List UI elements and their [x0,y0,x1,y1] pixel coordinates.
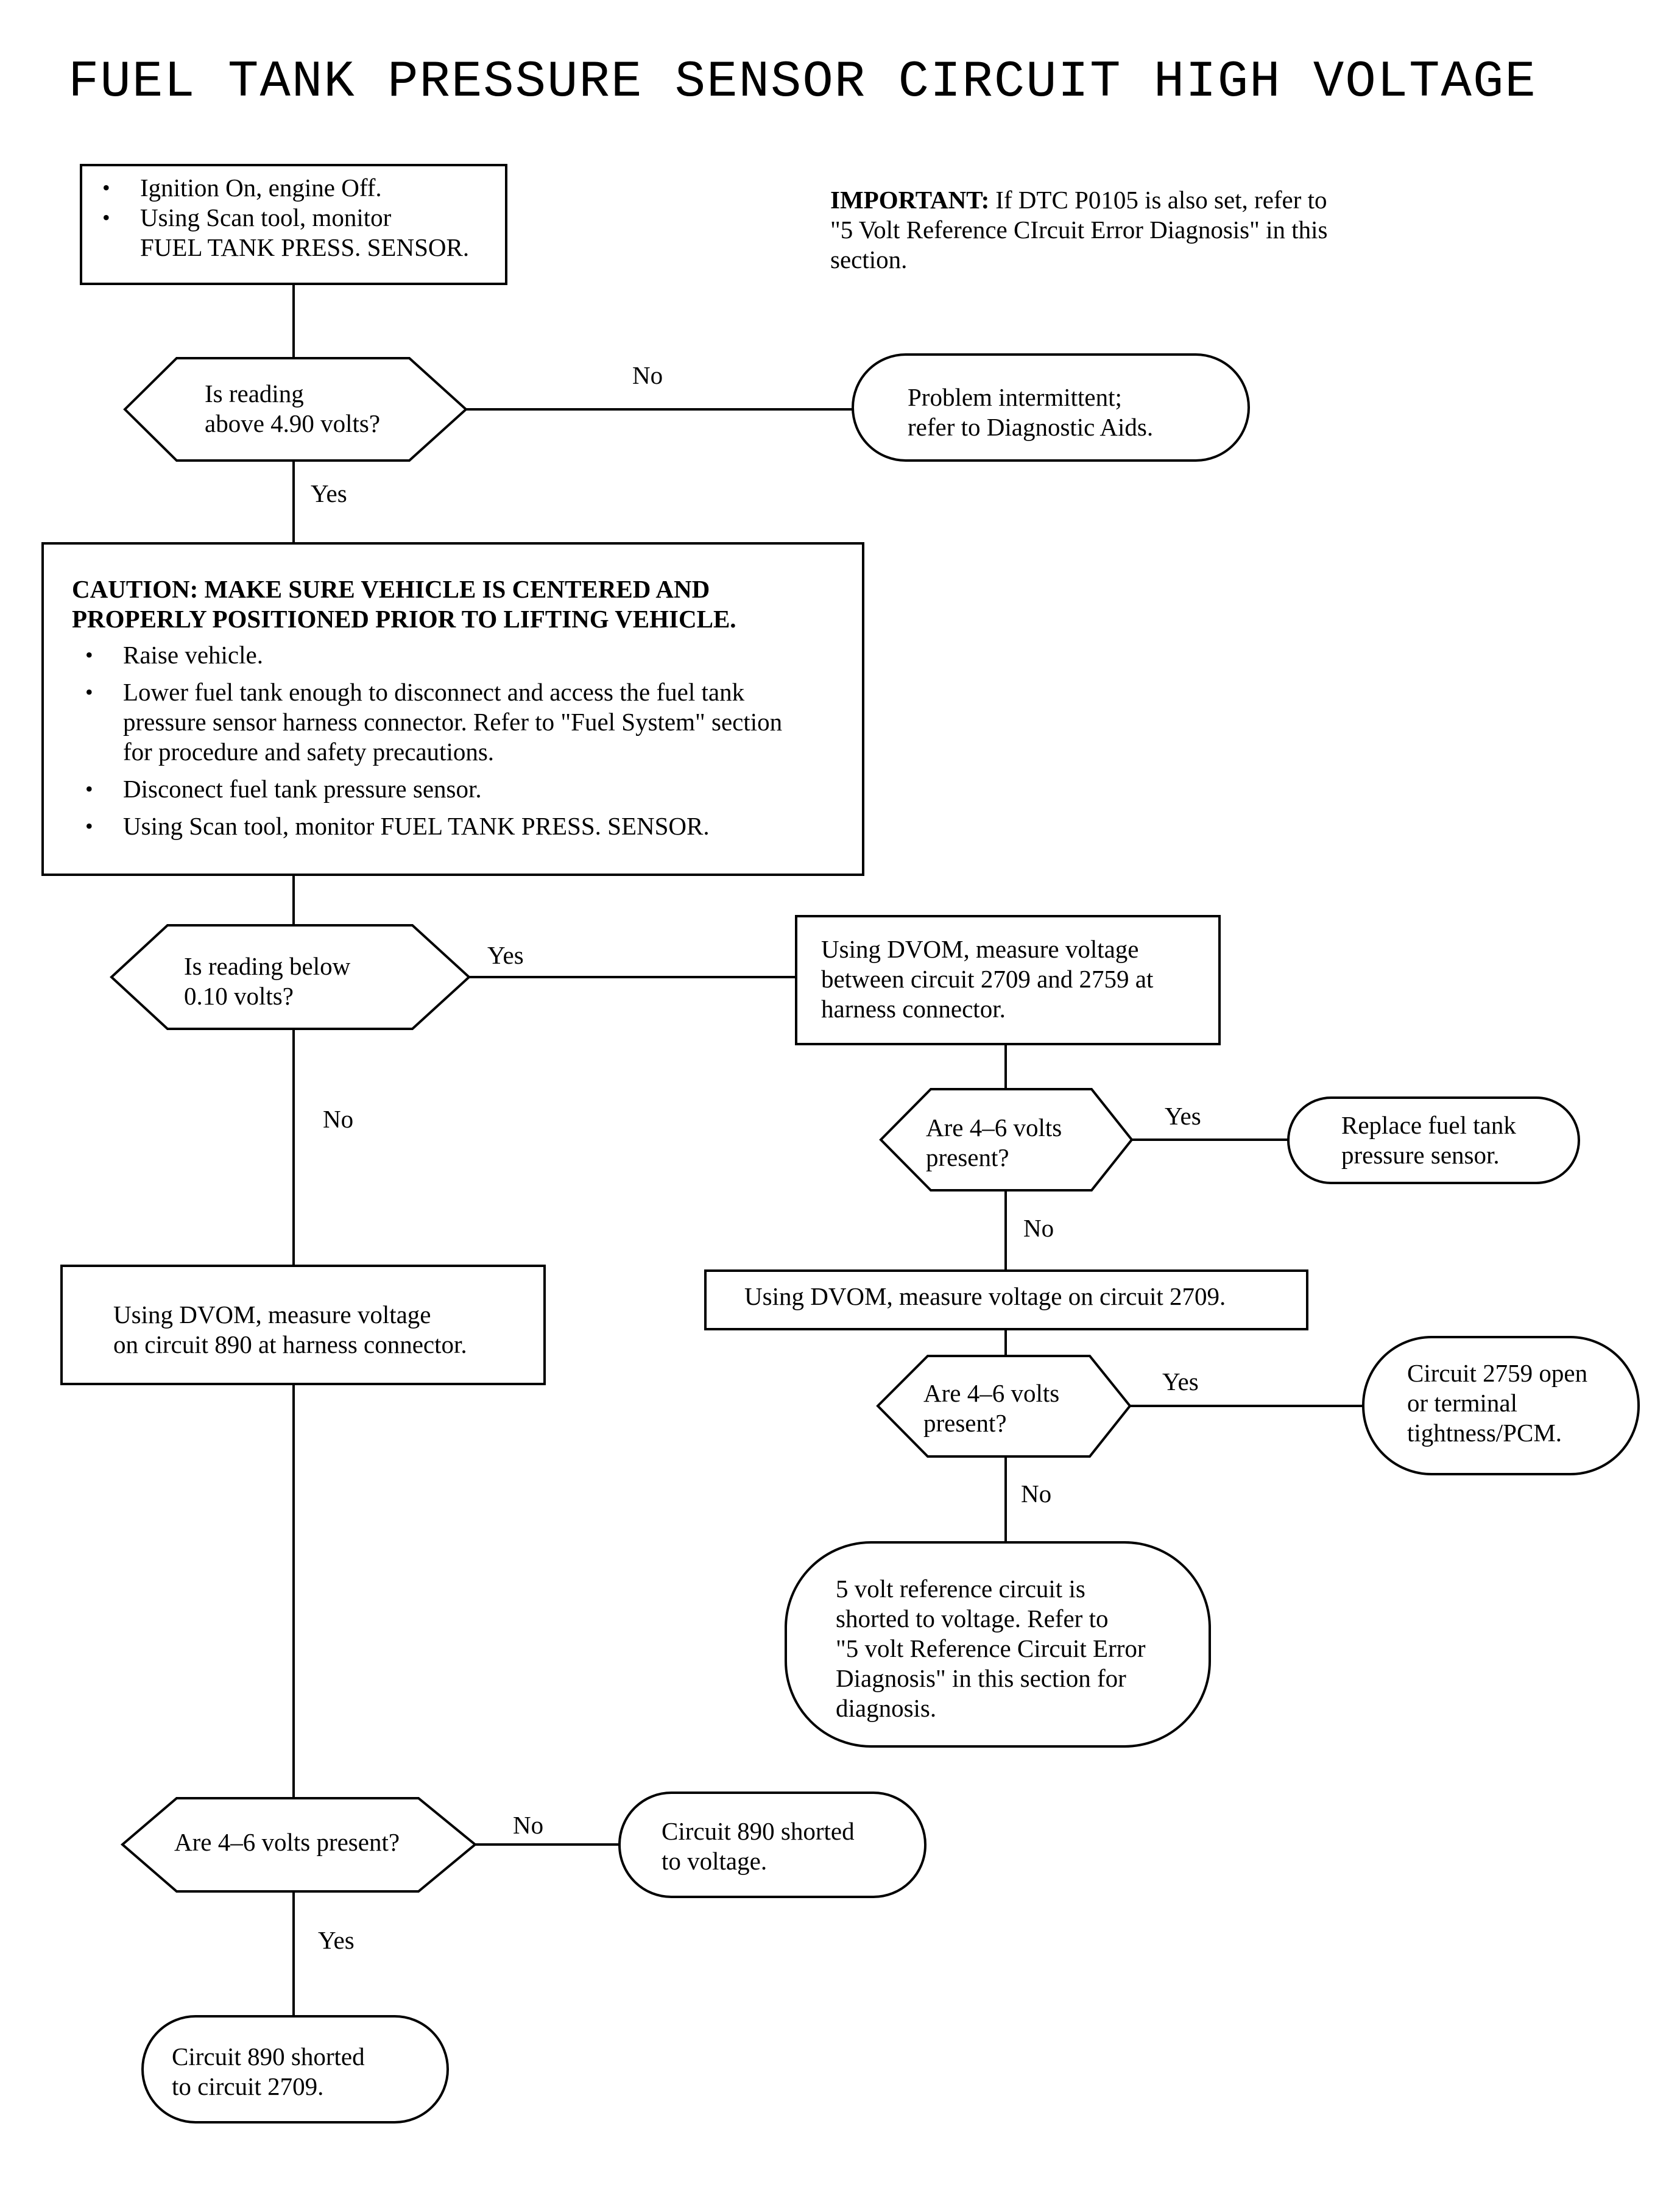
measure-2709-text: Using DVOM, measure voltage on circuit 2… [744,1282,1226,1310]
circuit-2759-open-text: Circuit 2759 open or terminal tightness/… [1407,1359,1588,1447]
bullet: • [85,643,93,667]
caution-box-text: CAUTION: MAKE SURE VEHICLE IS CENTERED A… [72,574,858,841]
important-text-line1: If DTC P0105 is also set, refer to [995,186,1327,214]
decision4-no-label: No [1021,1480,1052,1508]
caution-item-lower: •Lower fuel tank enough to disconnect an… [85,678,783,766]
important-text-line3: section. [830,245,908,274]
bullet: • [102,175,110,200]
decision5-no-label: No [513,1811,544,1839]
decision1-no-label: No [632,361,663,389]
bullet: • [85,814,93,838]
decision2-yes-label: Yes [487,941,524,969]
decision3-yes-label: Yes [1165,1102,1201,1130]
decision2-no-label: No [323,1105,354,1133]
decision1-hexagon [123,357,468,462]
circuit-2759-open-terminal [1362,1336,1640,1475]
decision5-hexagon [120,1797,478,1893]
decision1-yes-label: Yes [311,479,347,507]
decision4-hexagon [876,1355,1132,1458]
decision5-yes-label: Yes [318,1926,355,1954]
decision4-yes-label: Yes [1162,1368,1199,1396]
start-item-ignition: •Ignition On, engine Off. [102,174,382,202]
important-note: IMPORTANT:If DTC P0105 is also set, refe… [830,185,1439,275]
circuit-890-2709-terminal [141,2015,449,2124]
decision2-text: Is reading below 0.10 volts? [184,952,351,1010]
decision4-text: Are 4–6 volts present? [923,1379,1060,1437]
bullet: • [85,777,93,801]
5v-reference-terminal [785,1541,1211,1748]
caution-line1: CAUTION: MAKE SURE VEHICLE IS CENTERED A… [72,575,710,603]
decision2-hexagon [110,924,471,1030]
5v-reference-text: 5 volt reference circuit is shorted to v… [836,1575,1146,1722]
important-label: IMPORTANT: [830,186,990,214]
important-text-line2: "5 Volt Reference CIrcuit Error Diagnosi… [830,216,1328,244]
bullet: • [102,205,110,230]
intermittent-terminal [852,353,1250,462]
caution-item-raise: •Raise vehicle. [85,641,263,669]
circuit-890-voltage-terminal [618,1792,926,1898]
measure-2709-2759-box [795,915,1221,1045]
intermittent-text: Problem intermittent; refer to Diagnosti… [908,383,1154,441]
decision3-no-label: No [1023,1214,1054,1242]
start-box-text: •Ignition On, engine Off. •Using Scan to… [102,173,506,263]
caution-item-monitor: •Using Scan tool, monitor FUEL TANK PRES… [85,812,710,840]
replace-sensor-text: Replace fuel tank pressure sensor. [1341,1111,1516,1169]
caution-box [41,542,864,876]
measure-890-text: Using DVOM, measure voltage on circuit 8… [113,1301,467,1358]
bullet: • [85,680,93,704]
start-box [80,164,507,285]
measure-2709-box [704,1269,1308,1330]
decision3-text: Are 4–6 volts present? [926,1114,1062,1171]
decision5-text: Are 4–6 volts present? [174,1828,400,1856]
caution-line2: PROPERLY POSITIONED PRIOR TO LIFTING VEH… [72,605,736,633]
replace-sensor-terminal [1287,1096,1580,1184]
caution-item-disconnect: •Disconect fuel tank pressure sensor. [85,775,482,803]
measure-2709-2759-text: Using DVOM, measure voltage between circ… [821,935,1154,1023]
decision3-hexagon [879,1088,1134,1191]
circuit-890-voltage-text: Circuit 890 shorted to voltage. [662,1817,855,1875]
measure-890-box [60,1265,546,1385]
page-title: FUEL TANK PRESSURE SENSOR CIRCUIT HIGH V… [68,54,1537,111]
decision1-text: Is reading above 4.90 volts? [205,380,381,437]
circuit-890-2709-text: Circuit 890 shorted to circuit 2709. [172,2042,365,2100]
